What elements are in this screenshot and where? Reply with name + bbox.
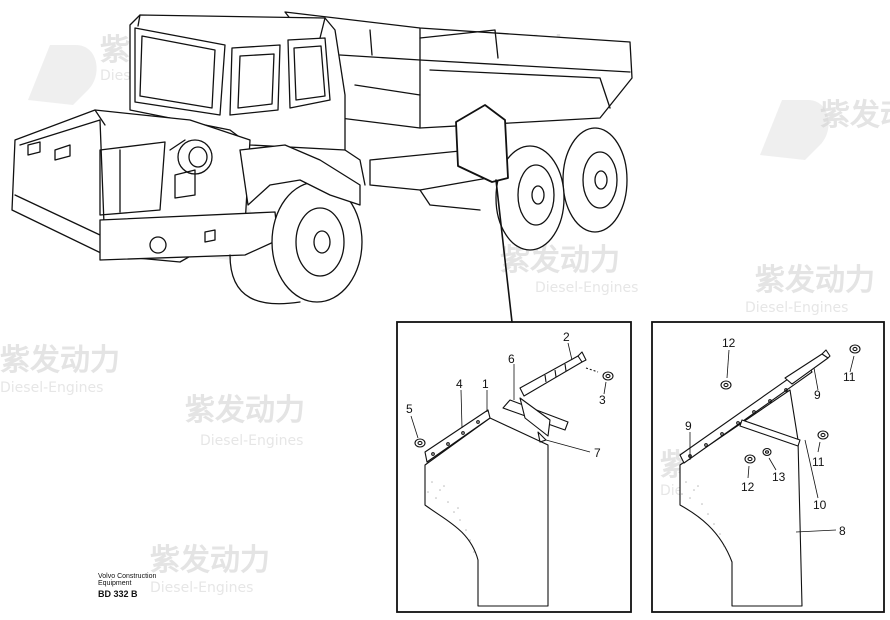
callout-8: 8 — [839, 524, 846, 538]
watermark-tagline: Diesel-Engines — [200, 433, 303, 449]
callout-4: 4 — [456, 377, 463, 391]
company-name-line1: Volvo Construction — [98, 573, 157, 580]
callout-13: 13 — [772, 470, 786, 484]
air-filter — [169, 139, 213, 199]
drawing-footer: Volvo Construction Equipment BD 332 B — [98, 573, 156, 599]
watermark-brand: 紫发动力 — [820, 98, 890, 133]
watermark-tagline: Diesel-Engines — [745, 300, 848, 316]
watermark-brand: 紫发动力 — [185, 393, 305, 428]
company-name-line2: Equipment — [98, 580, 132, 587]
detail-panel-right: 12 11 9 9 11 12 13 10 8 — [651, 321, 885, 613]
mudflap-shading — [681, 481, 725, 547]
watermark-brand: 紫发动力 — [755, 263, 875, 298]
watermark-brand: 紫发动力 — [500, 243, 620, 278]
nut-icon — [602, 371, 614, 381]
callout-2: 2 — [563, 330, 570, 344]
upper-strip — [519, 355, 583, 397]
front-wheel — [229, 181, 363, 305]
bracket-strip — [679, 364, 813, 464]
nut-icon — [414, 438, 426, 448]
nut-icon — [720, 380, 732, 390]
mudflap-mounted — [455, 104, 509, 183]
callout-12: 12 — [741, 480, 755, 494]
mudflap-shading — [427, 481, 475, 553]
callout-5: 5 — [406, 402, 413, 416]
rear-wheel — [562, 127, 628, 233]
watermark-tagline: Diesel-Engines — [0, 380, 103, 396]
detail-panel-left: 2 6 4 1 3 5 7 — [396, 321, 632, 613]
bracket-strip — [424, 409, 491, 463]
watermark-logo-icon — [28, 45, 97, 105]
callout-7: 7 — [594, 446, 601, 460]
drawing-code: BD 332 B — [98, 589, 138, 599]
nut-icon — [744, 454, 756, 464]
callout-9: 9 — [685, 419, 692, 433]
articulated-hauler-drawing — [11, 11, 633, 323]
watermark-tagline: Diesel-Engines — [150, 580, 253, 596]
callout-1: 1 — [482, 377, 489, 391]
callout-12: 12 — [722, 336, 736, 350]
support-strip — [739, 419, 801, 447]
watermark-logo-icon — [760, 100, 829, 160]
callout-6: 6 — [508, 352, 515, 366]
watermark-brand: 紫发动力 — [0, 343, 120, 378]
watermark-tagline: Diesel-Engines — [535, 280, 638, 296]
mudflap-part — [424, 417, 549, 607]
rear-wheel — [495, 145, 565, 251]
callout-11: 11 — [812, 455, 825, 469]
upper-arm — [784, 353, 829, 385]
callout-9: 9 — [814, 388, 821, 402]
nut-icon — [817, 430, 829, 440]
nut-icon — [849, 344, 861, 354]
callout-10: 10 — [813, 498, 827, 512]
watermark-brand: 紫发动力 — [150, 543, 270, 578]
mudflap-part — [679, 389, 803, 607]
cab — [129, 14, 346, 151]
washer-icon — [762, 447, 772, 457]
callout-3: 3 — [599, 393, 606, 407]
detail-pointer — [495, 179, 513, 323]
callout-11: 11 — [843, 370, 856, 384]
